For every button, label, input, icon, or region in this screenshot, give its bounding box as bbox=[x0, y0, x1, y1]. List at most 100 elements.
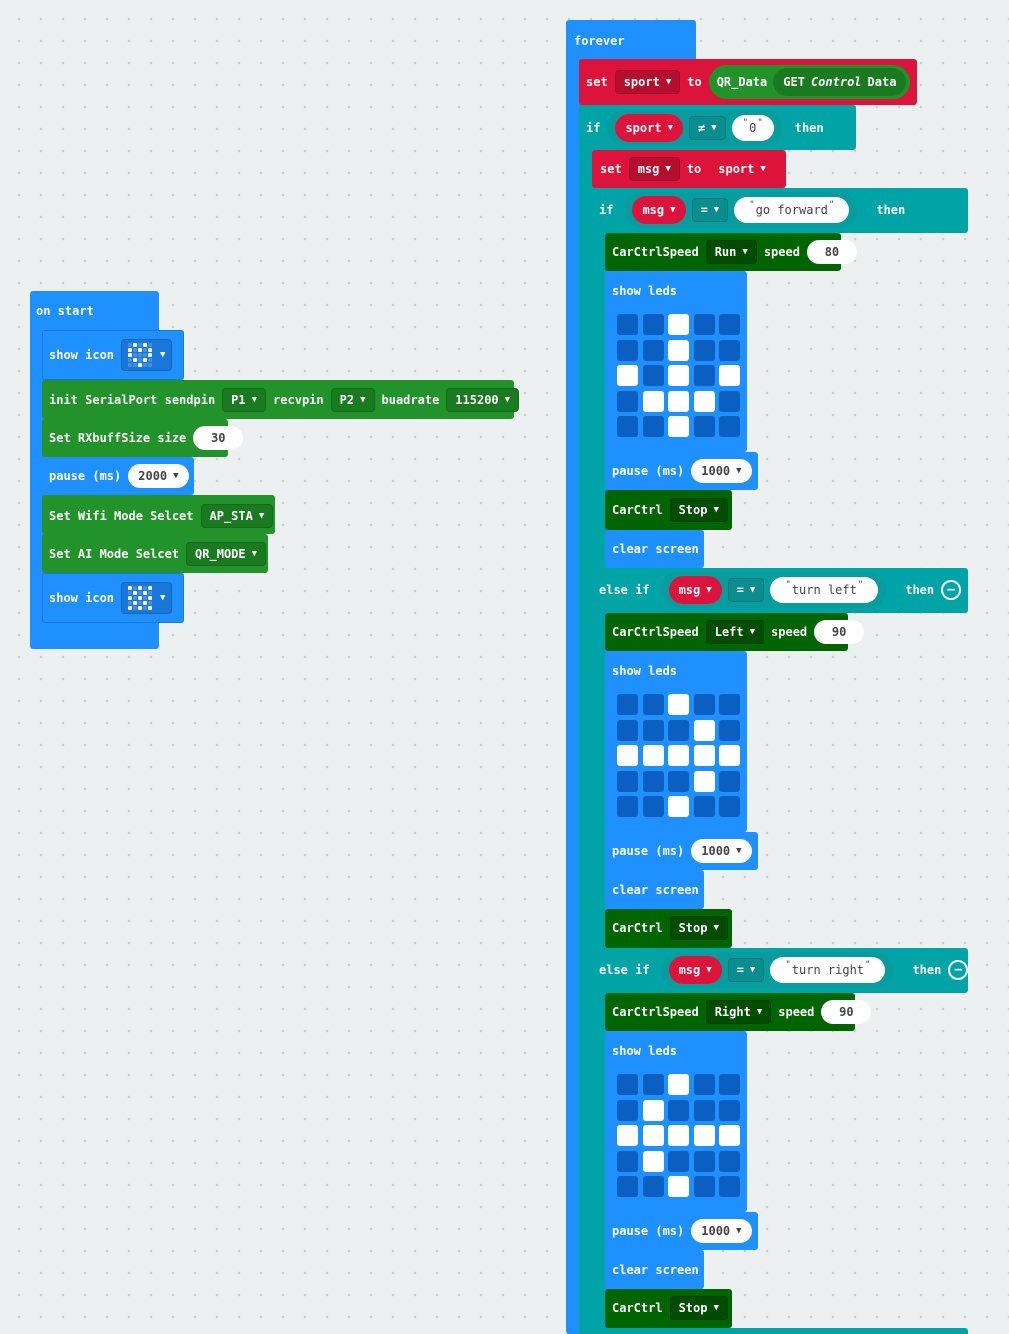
clear-screen-block-2[interactable] bbox=[605, 870, 704, 909]
led-off[interactable] bbox=[693, 365, 715, 386]
led-on[interactable] bbox=[668, 1125, 689, 1146]
led-off[interactable] bbox=[642, 416, 664, 437]
led-off[interactable] bbox=[719, 390, 740, 412]
led-off[interactable] bbox=[642, 314, 664, 335]
if-msg-block[interactable] bbox=[592, 188, 605, 1334]
led-off[interactable] bbox=[617, 796, 638, 817]
led-off[interactable] bbox=[668, 770, 689, 792]
sport-variable-dropdown[interactable]: sport▼ bbox=[614, 70, 681, 94]
led-off[interactable] bbox=[719, 1150, 740, 1172]
led-off[interactable] bbox=[617, 719, 638, 741]
direction-dropdown-1[interactable]: Run▼ bbox=[705, 240, 757, 264]
led-on[interactable] bbox=[668, 416, 689, 437]
direction-dropdown-3[interactable]: Right▼ bbox=[705, 1000, 772, 1024]
msg-variable[interactable]: msg▼ bbox=[632, 196, 686, 224]
led-off[interactable] bbox=[693, 1150, 715, 1172]
remove-branch-icon[interactable]: − bbox=[941, 580, 962, 600]
led-grid-3[interactable] bbox=[617, 1074, 740, 1197]
led-off[interactable] bbox=[719, 1099, 740, 1121]
led-on[interactable] bbox=[693, 1125, 715, 1146]
if-sport-block[interactable] bbox=[579, 105, 592, 1334]
led-off[interactable] bbox=[693, 1074, 715, 1095]
led-off[interactable] bbox=[719, 339, 740, 361]
led-off[interactable] bbox=[719, 719, 740, 741]
led-off[interactable] bbox=[617, 1150, 638, 1172]
led-on[interactable] bbox=[668, 1176, 689, 1197]
led-off[interactable] bbox=[693, 339, 715, 361]
led-off[interactable] bbox=[617, 694, 638, 715]
operator-dropdown[interactable]: =▼ bbox=[727, 578, 765, 602]
led-off[interactable] bbox=[617, 416, 638, 437]
rxbuff-size-input[interactable]: 30 bbox=[193, 426, 244, 450]
led-on[interactable] bbox=[642, 390, 664, 412]
qr-data-reporter[interactable]: QR_Data GET Control Data bbox=[708, 65, 911, 99]
led-on[interactable] bbox=[668, 796, 689, 817]
speed-input-1[interactable]: 80 bbox=[806, 240, 857, 264]
led-off[interactable] bbox=[642, 796, 664, 817]
led-off[interactable] bbox=[719, 1176, 740, 1197]
clear-screen-block-1[interactable] bbox=[605, 530, 704, 568]
led-off[interactable] bbox=[617, 1099, 638, 1121]
sport-not-equal-condition[interactable]: sport▼ ≠▼ "0" bbox=[607, 110, 782, 146]
led-off[interactable] bbox=[617, 339, 638, 361]
led-off[interactable] bbox=[642, 770, 664, 792]
pause-input-1[interactable]: 1000▼ bbox=[691, 459, 752, 483]
led-on[interactable] bbox=[693, 390, 715, 412]
operator-dropdown[interactable]: =▼ bbox=[727, 958, 765, 982]
led-off[interactable] bbox=[642, 694, 664, 715]
led-on[interactable] bbox=[617, 745, 638, 766]
led-off[interactable] bbox=[719, 1074, 740, 1095]
led-on[interactable] bbox=[668, 694, 689, 715]
led-off[interactable] bbox=[642, 719, 664, 741]
direction-dropdown-2[interactable]: Left▼ bbox=[705, 620, 765, 644]
led-on[interactable] bbox=[617, 1125, 638, 1146]
string-go-forward[interactable]: "go forward" bbox=[734, 197, 850, 223]
pause-input-3[interactable]: 1000▼ bbox=[691, 1219, 752, 1243]
led-off[interactable] bbox=[719, 314, 740, 335]
zero-string[interactable]: "0" bbox=[731, 115, 774, 141]
led-off[interactable] bbox=[642, 365, 664, 386]
msg-variable-dropdown[interactable]: msg▼ bbox=[628, 157, 680, 181]
led-off[interactable] bbox=[617, 390, 638, 412]
msg-equals-turn-left-condition[interactable]: msg▼ =▼ "turn left" bbox=[660, 572, 887, 608]
else-if-next-header[interactable] bbox=[592, 1328, 968, 1334]
led-off[interactable] bbox=[693, 694, 715, 715]
led-off[interactable] bbox=[617, 1176, 638, 1197]
led-on[interactable] bbox=[668, 390, 689, 412]
msg-equals-go-forward-condition[interactable]: msg▼ =▼ "go forward" bbox=[624, 192, 858, 228]
led-off[interactable] bbox=[642, 1176, 664, 1197]
operator-dropdown[interactable]: ≠▼ bbox=[689, 116, 726, 140]
clear-screen-block-3[interactable] bbox=[605, 1250, 704, 1289]
led-on[interactable] bbox=[719, 365, 740, 386]
led-on[interactable] bbox=[668, 745, 689, 766]
msg-equals-turn-right-condition[interactable]: msg▼ =▼ "turn right" bbox=[660, 952, 894, 988]
sendpin-dropdown[interactable]: P1▼ bbox=[222, 388, 267, 412]
led-off[interactable] bbox=[719, 770, 740, 792]
sport-variable[interactable]: sport▼ bbox=[615, 114, 683, 142]
led-on[interactable] bbox=[719, 745, 740, 766]
baudrate-dropdown[interactable]: 115200▼ bbox=[446, 388, 520, 412]
led-off[interactable] bbox=[719, 796, 740, 817]
led-off[interactable] bbox=[668, 719, 689, 741]
string-turn-left[interactable]: "turn left" bbox=[770, 577, 879, 603]
sport-variable[interactable]: sport▼ bbox=[708, 156, 776, 182]
led-off[interactable] bbox=[617, 314, 638, 335]
led-on[interactable] bbox=[668, 339, 689, 361]
pause-input[interactable]: 2000▼ bbox=[128, 464, 189, 488]
led-on[interactable] bbox=[693, 770, 715, 792]
icon-picker-1[interactable]: ▼ bbox=[121, 339, 173, 371]
speed-input-2[interactable]: 90 bbox=[814, 620, 865, 644]
led-off[interactable] bbox=[693, 416, 715, 437]
led-on[interactable] bbox=[642, 1099, 664, 1121]
led-on[interactable] bbox=[668, 314, 689, 335]
led-off[interactable] bbox=[617, 770, 638, 792]
led-off[interactable] bbox=[719, 416, 740, 437]
led-off[interactable] bbox=[617, 1074, 638, 1095]
operator-dropdown[interactable]: =▼ bbox=[691, 198, 729, 222]
led-off[interactable] bbox=[642, 339, 664, 361]
led-on[interactable] bbox=[693, 719, 715, 741]
led-off[interactable] bbox=[668, 1150, 689, 1172]
pause-input-2[interactable]: 1000▼ bbox=[691, 839, 752, 863]
led-on[interactable] bbox=[642, 1125, 664, 1146]
string-turn-right[interactable]: "turn right" bbox=[770, 957, 886, 983]
